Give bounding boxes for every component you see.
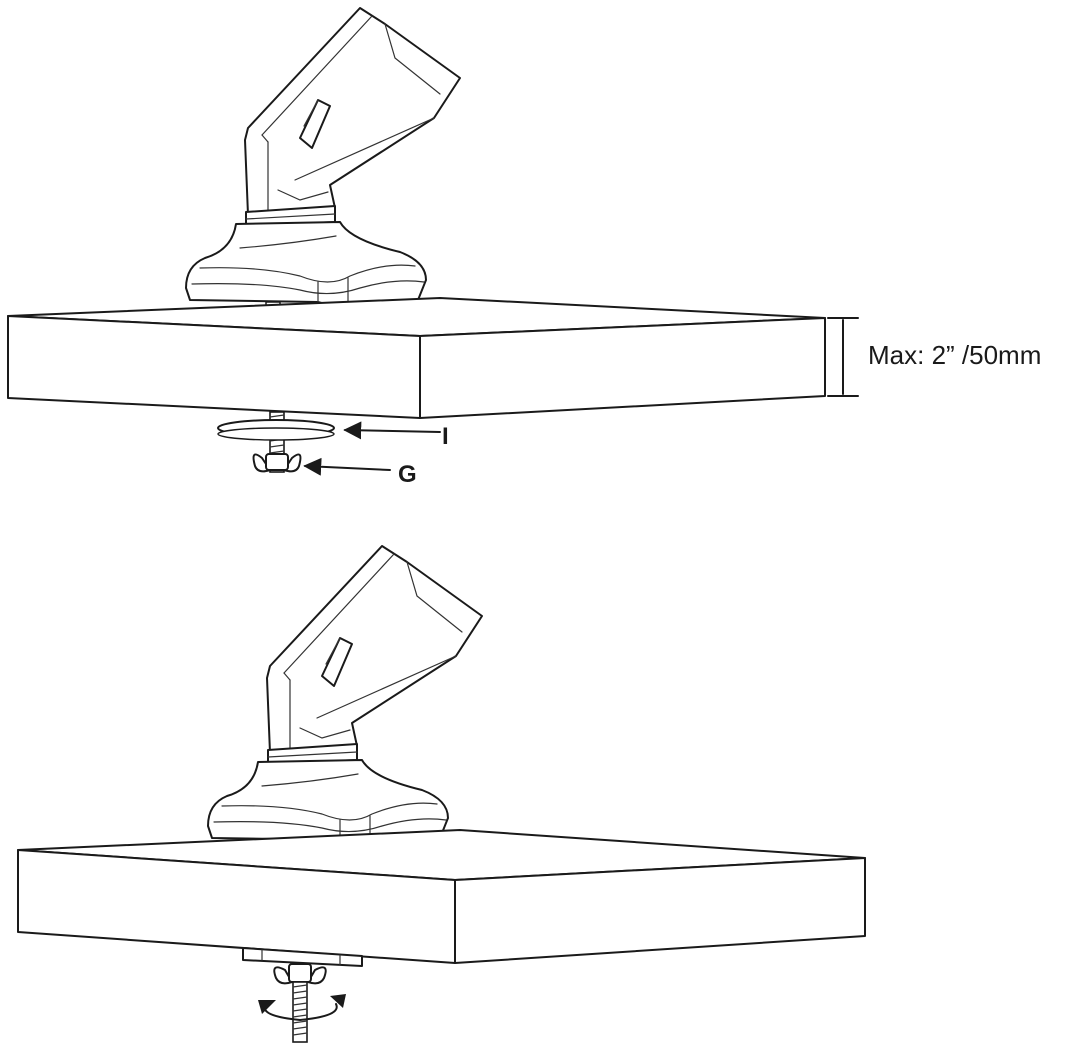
top-panel: Max: 2” /50mm I G [7,7,1041,488]
callout-g: G [303,457,417,488]
clamp-plate-i [217,419,335,441]
wing-nut-assembled [273,963,327,985]
bottom-panel [17,545,866,1043]
callout-g-arrow [303,457,391,476]
monitor-arm-base [185,7,461,307]
threaded-rod-assembled [292,981,308,1043]
monitor-arm-base-assembled [207,545,483,845]
callout-i-arrow [343,421,441,440]
desk-slab [7,297,826,419]
thickness-dimension: Max: 2” /50mm [827,317,1041,397]
callout-i-label: I [442,423,449,450]
clamp-plate-assembled [242,947,363,967]
clockwise-rotation-arrow-icon [258,994,346,1021]
max-thickness-label: Max: 2” /50mm [868,340,1041,370]
desk-slab-assembled [17,829,866,964]
callout-g-label: G [398,461,417,488]
callout-i: I [343,421,449,450]
wing-nut-g [252,453,302,473]
